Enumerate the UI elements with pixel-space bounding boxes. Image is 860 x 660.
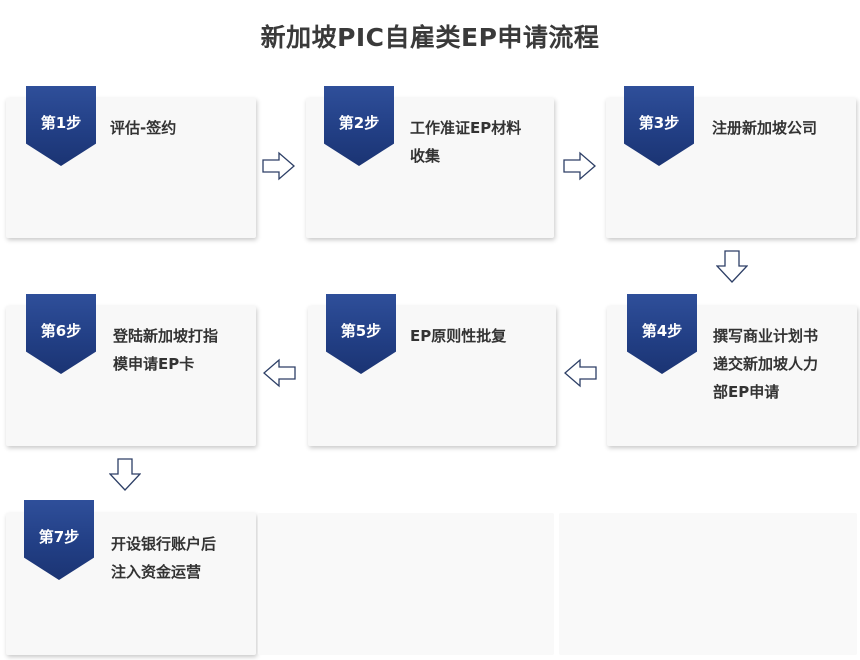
step-badge-label: 第6步 — [40, 322, 82, 340]
empty-card-2 — [559, 513, 857, 655]
step-text-7: 开设银行账户后 注入资金运营 — [111, 535, 217, 581]
step-text-4: 撰写商业计划书 递交新加坡人力 部EP申请 — [713, 327, 819, 401]
step-badge-label: 第4步 — [641, 322, 683, 340]
arrow-left-icon — [564, 358, 597, 388]
arrow-left-icon — [263, 358, 296, 388]
arrow-right-icon — [563, 151, 596, 181]
step-text-3: 注册新加坡公司 — [712, 119, 818, 137]
step-text-5: EP原则性批复 — [410, 327, 507, 345]
step-badge-label: 第3步 — [638, 114, 680, 132]
page-title: 新加坡PIC自雇类EP申请流程 — [260, 23, 600, 52]
arrow-down-icon — [109, 458, 141, 491]
step-text-2: 工作准证EP材料 收集 — [410, 119, 522, 165]
step-badge-label: 第2步 — [338, 114, 380, 132]
arrow-down-icon — [716, 250, 748, 283]
step-text-6: 登陆新加坡打指 模申请EP卡 — [113, 327, 219, 373]
empty-card-1 — [258, 513, 554, 655]
step-text-1: 评估-签约 — [110, 119, 177, 137]
step-badge-label: 第1步 — [40, 114, 82, 132]
step-badge-label: 第5步 — [340, 322, 382, 340]
arrow-right-icon — [262, 151, 295, 181]
step-badge-label: 第7步 — [38, 528, 80, 546]
